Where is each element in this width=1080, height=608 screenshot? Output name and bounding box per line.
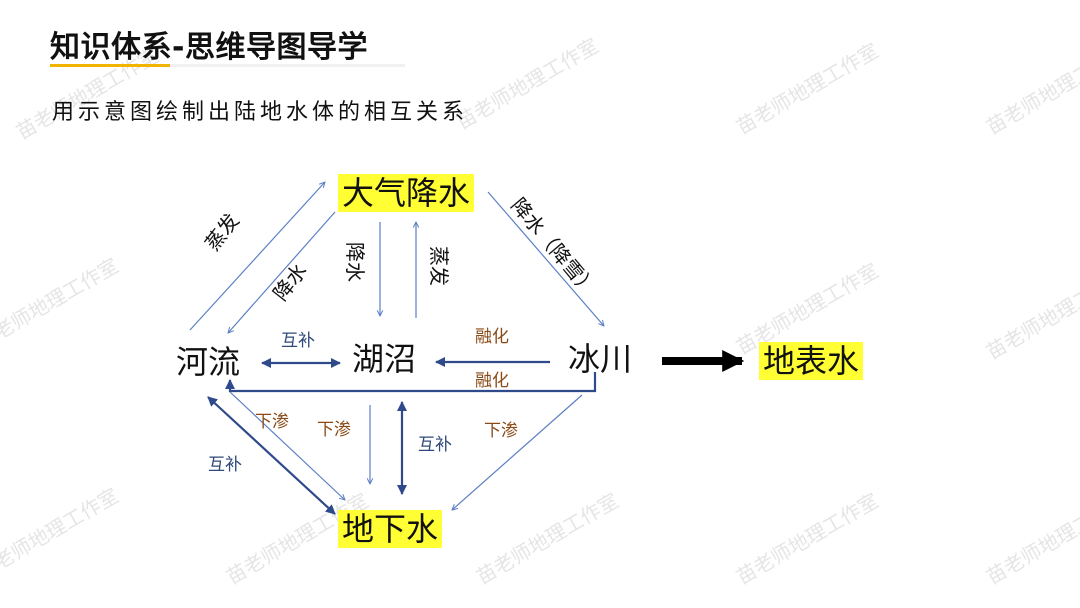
node-groundwater: 地下水 <box>338 510 443 548</box>
title-underline <box>50 64 405 67</box>
label-glacier-to-river: 融化 <box>475 371 509 391</box>
node-surface-water: 地表水 <box>759 342 864 380</box>
label-river-lake-mutual: 互补 <box>281 331 315 351</box>
arrow-glacier-to-river <box>225 372 597 393</box>
label-glacier-to-groundwater: 下渗 <box>484 421 518 441</box>
label-lake-to-precipitation: 蒸发 <box>427 246 451 286</box>
label-river-groundwater-mutual: 互补 <box>208 455 242 475</box>
arrow-river-to-groundwater <box>229 391 345 500</box>
label-lake-to-groundwater: 下渗 <box>317 420 351 440</box>
arrow-glacier-to-groundwater <box>452 394 583 510</box>
arrow-river-groundwater-mutual <box>207 396 336 515</box>
label-precipitation-to-lake: 降水 <box>343 242 367 282</box>
title-underline-accent <box>50 64 170 67</box>
arrow-river-to-precipitation <box>189 182 325 331</box>
label-river-to-groundwater: 下渗 <box>255 412 289 432</box>
node-glacier: 冰川 <box>568 340 633 378</box>
node-precipitation: 大气降水 <box>338 174 475 212</box>
arrow-precipitation-to-glacier <box>487 191 604 326</box>
label-glacier-to-lake: 融化 <box>475 327 509 347</box>
label-lake-groundwater-mutual: 互补 <box>418 435 452 455</box>
slide-subtitle: 用示意图绘制出陆地水体的相互关系 <box>52 100 469 125</box>
node-lake: 湖沼 <box>352 340 417 378</box>
slide-title: 知识体系-思维导图导学 <box>50 30 368 65</box>
arrow-precipitation-to-river <box>228 211 336 333</box>
node-river: 河流 <box>176 343 241 381</box>
